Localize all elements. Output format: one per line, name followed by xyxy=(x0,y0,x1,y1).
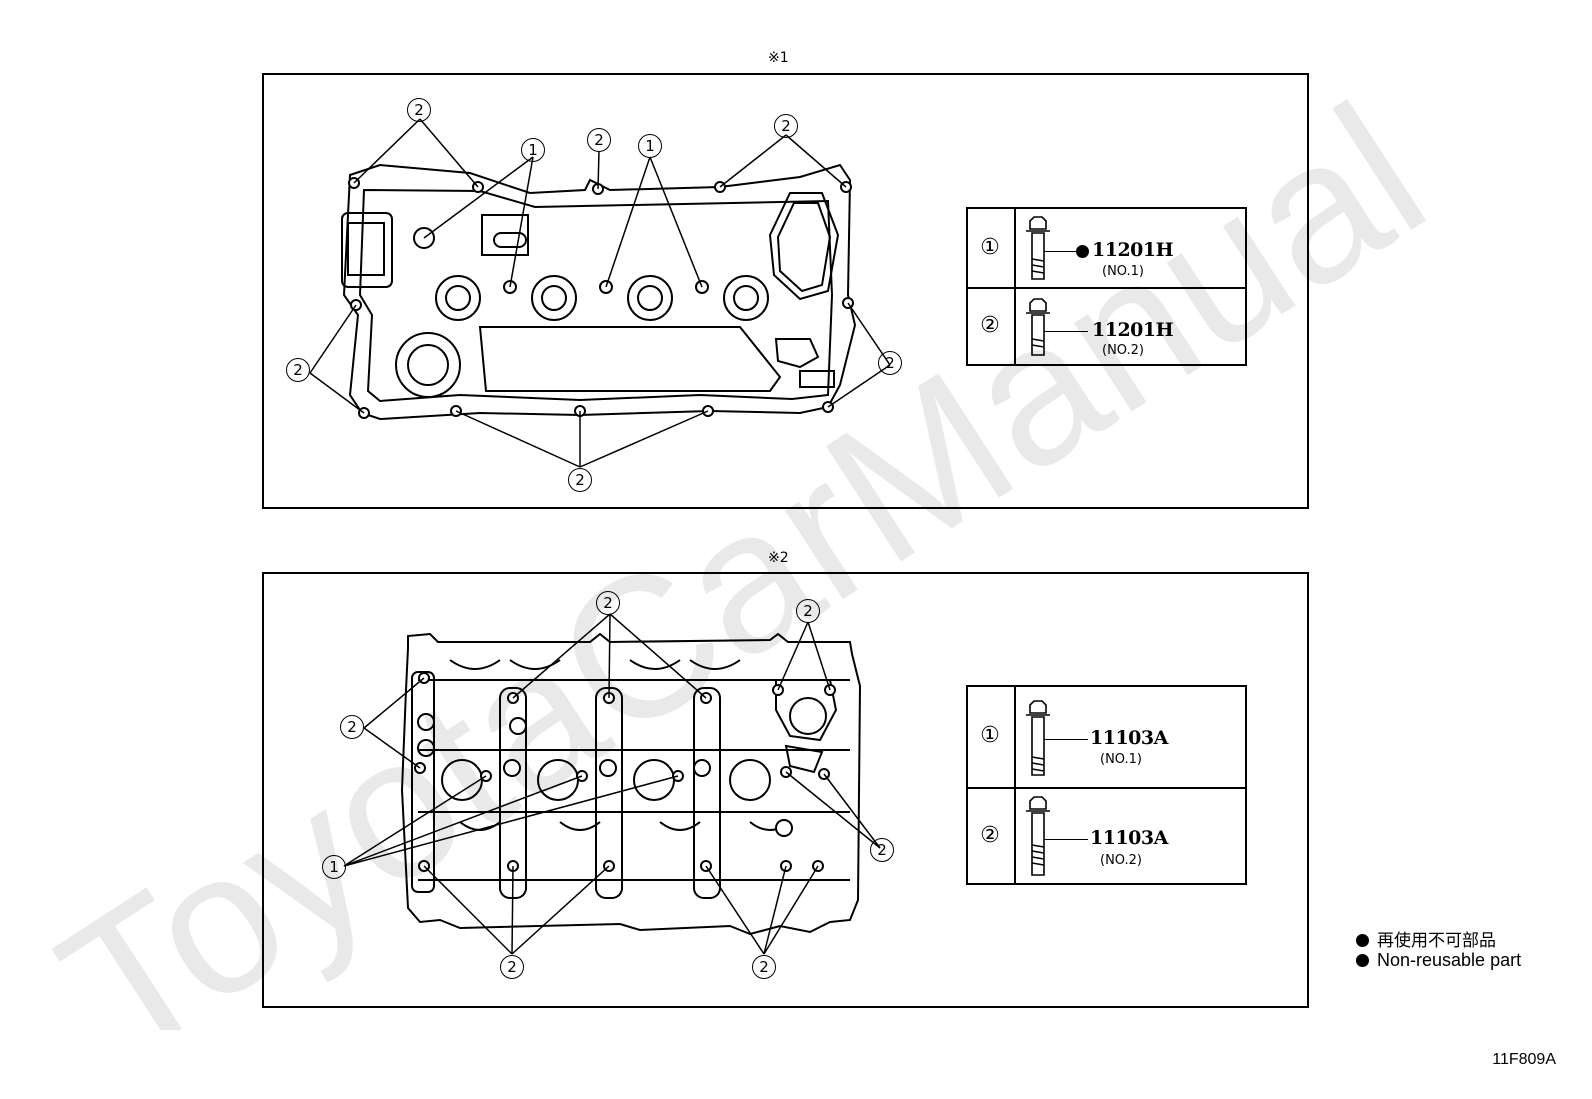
bolt-callout: ① xyxy=(980,723,1000,748)
callout-1: 1 xyxy=(521,138,545,162)
callout-2: 2 xyxy=(340,715,364,739)
bolt-table-1: ① 11201H (NO.1) ② 11201H (NO.2) xyxy=(966,207,1247,366)
part-subtitle: (NO.2) xyxy=(1100,853,1142,868)
table-divider xyxy=(968,287,1245,289)
cylinder-head-drawing xyxy=(343,613,881,955)
flange-bolt-icon xyxy=(1026,216,1050,280)
legend-dot xyxy=(1356,954,1369,967)
panel-2-frame xyxy=(262,572,1309,1008)
non-reusable-marker xyxy=(1076,245,1089,258)
table-divider xyxy=(1014,209,1016,364)
part-subtitle: (NO.1) xyxy=(1100,752,1142,767)
flange-bolt-icon xyxy=(1026,700,1050,776)
flange-bolt-icon xyxy=(1026,298,1050,356)
flange-bolt-icon xyxy=(1026,796,1050,876)
callout-2: 2 xyxy=(587,128,611,152)
leader-line xyxy=(1044,331,1088,332)
part-subtitle: (NO.1) xyxy=(1102,264,1144,279)
callout-2: 2 xyxy=(407,98,431,122)
callout-1: 1 xyxy=(638,134,662,158)
callout-2: 2 xyxy=(796,599,820,623)
part-subtitle: (NO.2) xyxy=(1102,343,1144,358)
panel-1-label: ※1 xyxy=(768,50,789,66)
part-number: 11103A xyxy=(1090,727,1168,749)
callout-2: 2 xyxy=(752,955,776,979)
callout-2: 2 xyxy=(500,955,524,979)
callout-2: 2 xyxy=(286,358,310,382)
bolt-table-2: ① 11103A (NO.1) ② 11103A (NO.2) xyxy=(966,685,1247,885)
legend-dot xyxy=(1356,934,1369,947)
callout-2: 2 xyxy=(878,351,902,375)
leader-line xyxy=(1044,739,1088,740)
panel-2-label: ※2 xyxy=(768,550,789,566)
bolt-callout: ① xyxy=(980,235,1000,260)
callout-2: 2 xyxy=(774,114,798,138)
part-number: 11201H xyxy=(1092,319,1174,341)
callout-2: 2 xyxy=(870,838,894,862)
legend-japanese: 再使用不可部品 xyxy=(1356,926,1496,951)
bolt-callout: ② xyxy=(980,313,1000,338)
part-number: 11201H xyxy=(1092,239,1174,261)
table-divider xyxy=(1014,687,1016,883)
leader-line xyxy=(1044,251,1078,252)
table-divider xyxy=(968,787,1245,789)
legend-english: Non-reusable part xyxy=(1356,950,1521,971)
head-cover-drawing xyxy=(309,118,891,468)
legend-english-text: Non-reusable part xyxy=(1377,950,1522,970)
bolt-callout: ② xyxy=(980,823,1000,848)
figure-code: 11F809A xyxy=(1492,1051,1556,1068)
part-number: 11103A xyxy=(1090,827,1168,849)
callout-1: 1 xyxy=(322,855,346,879)
callout-2: 2 xyxy=(568,468,592,492)
leader-line xyxy=(1044,839,1088,840)
panel-1-frame xyxy=(262,73,1309,509)
legend-japanese-text: 再使用不可部品 xyxy=(1377,931,1496,951)
callout-2: 2 xyxy=(596,591,620,615)
